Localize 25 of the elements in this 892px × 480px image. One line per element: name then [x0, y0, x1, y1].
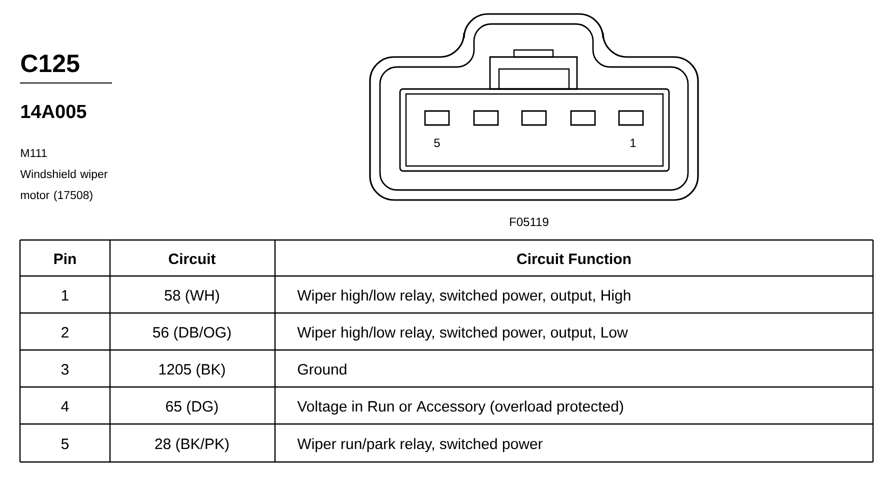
table-cell: 5	[61, 438, 69, 450]
table-cell: Voltage in Run or Accessory (overload protected)	[297, 400, 624, 415]
table-cell: 58 (WH)	[164, 290, 219, 304]
table-cell: 4	[61, 401, 69, 412]
table-header: Circuit	[168, 253, 216, 264]
table-header: Pin	[54, 253, 76, 264]
table-cell: Wiper high/low relay, switched power, output, Low	[297, 326, 628, 341]
table-cell: 1205 (BK)	[159, 364, 225, 378]
figure-code: F05119	[510, 218, 548, 226]
table-cell: 3	[61, 364, 69, 375]
part-number: 14A005	[21, 104, 86, 118]
note-text: M111	[21, 149, 47, 157]
table-cell: Ground	[298, 364, 346, 375]
table-cell: 2	[62, 327, 68, 338]
table-cell: 28 (BK/PK)	[155, 438, 229, 452]
note-text: Windshield wiper motor (17508)	[20, 170, 108, 202]
table-cell: 1	[62, 290, 68, 300]
pin-number: 1	[630, 138, 636, 147]
table-cell: Wiper run/park relay, switched power	[297, 438, 543, 452]
pin-number: 5	[434, 138, 440, 148]
table-cell: Wiper high/low relay, switched power, output, High	[297, 290, 630, 304]
table-cell: 56 (DB/OG)	[153, 326, 231, 341]
table-header: Circuit Function	[517, 253, 631, 264]
table-cell: 65 (DG)	[166, 400, 218, 415]
title-text: C125	[21, 54, 80, 72]
